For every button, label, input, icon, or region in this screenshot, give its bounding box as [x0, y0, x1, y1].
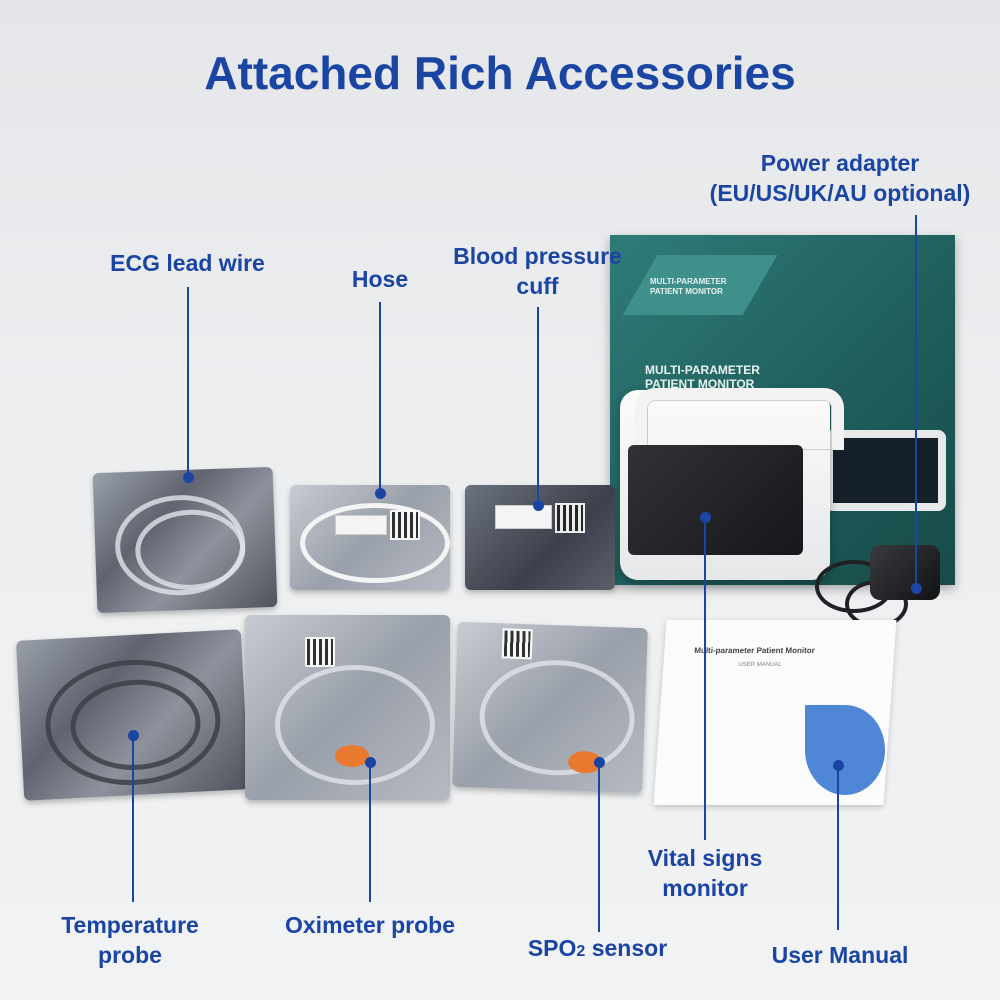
label-spo2-subscript: 2	[576, 943, 586, 960]
adapter-callout-dot	[911, 583, 922, 594]
label-user-manual: User Manual	[771, 942, 909, 968]
temp-callout-line	[132, 735, 134, 902]
label-blood-pressure-cuff: Blood pressure cuff	[435, 241, 640, 301]
label-adapter-line1: Power adapter	[760, 150, 920, 176]
cuff-qr	[555, 503, 585, 533]
box-small-text: MULTI-PARAMETER PATIENT MONITOR	[650, 277, 727, 297]
power-adapter	[870, 545, 940, 600]
ecg-lead-bag	[92, 466, 278, 614]
spo2-qr	[501, 628, 533, 660]
spo2-callout-line	[598, 762, 600, 932]
label-temperature-probe: Temperature probe	[40, 910, 220, 970]
label-power-adapter: Power adapter (EU/US/UK/AU optional)	[690, 148, 990, 208]
hose-qr	[390, 510, 420, 540]
label-temp-line1: Temperature	[61, 912, 199, 938]
label-ecg-lead-wire: ECG lead wire	[110, 250, 265, 276]
cuff-sticker	[495, 505, 552, 529]
oximeter-clip	[335, 745, 369, 767]
oximeter-callout-dot	[365, 757, 376, 768]
cuff-callout-dot	[533, 500, 544, 511]
hose-coil	[300, 503, 450, 583]
temp-callout-dot	[128, 730, 139, 741]
box-main-text: MULTI-PARAMETER PATIENT MONITOR	[645, 363, 760, 391]
spo2-sensor-bag	[452, 621, 648, 794]
label-temp-line2: probe	[98, 942, 162, 968]
label-oximeter-probe: Oximeter probe	[285, 912, 455, 938]
ecg-callout-line	[187, 287, 189, 477]
adapter-callout-line	[915, 215, 917, 585]
label-adapter-line2: (EU/US/UK/AU optional)	[709, 180, 971, 206]
label-monitor-line2: monitor	[662, 875, 748, 901]
monitor-callout-dot	[700, 512, 711, 523]
label-cuff-line1: Blood pressure	[453, 243, 622, 269]
manual-cover-title: Multi-parameter Patient Monitor	[694, 646, 816, 655]
oximeter-probe-bag	[245, 615, 450, 800]
page-title: Attached Rich Accessories	[204, 47, 796, 99]
manual-callout-line	[837, 766, 839, 930]
label-spo2-rest: sensor	[585, 935, 668, 961]
box-main-text-line1: MULTI-PARAMETER	[645, 363, 760, 377]
spo2-coil	[477, 657, 637, 778]
monitor-callout-line	[704, 517, 706, 840]
label-vital-signs-monitor: Vital signs monitor	[620, 843, 790, 903]
hose-callout-dot	[375, 488, 386, 499]
oximeter-coil	[275, 665, 435, 785]
box-small-text-line2: PATIENT MONITOR	[650, 287, 723, 296]
hose-bag	[290, 485, 450, 590]
box-main-text-line2: PATIENT MONITOR	[645, 377, 755, 391]
label-hose: Hose	[351, 266, 409, 292]
monitor-screen	[628, 445, 803, 555]
hose-sticker	[335, 515, 387, 535]
oximeter-qr	[305, 637, 335, 667]
spo2-callout-dot	[594, 757, 605, 768]
manual-cover-subtitle: USER MANUAL	[738, 662, 782, 668]
vital-signs-monitor	[620, 388, 844, 580]
oximeter-callout-line	[369, 762, 371, 902]
label-spo2-main: SPO	[527, 935, 577, 961]
hose-callout-line	[379, 302, 381, 492]
label-spo2-sensor: SPO2 sensor	[505, 933, 690, 967]
ecg-callout-dot	[183, 472, 194, 483]
manual-callout-dot	[833, 760, 844, 771]
manual-drop-graphic	[805, 705, 885, 795]
label-cuff-line2: cuff	[516, 273, 559, 299]
box-small-text-line1: MULTI-PARAMETER	[650, 277, 727, 286]
cuff-callout-line	[537, 307, 539, 502]
monitor-handle	[635, 388, 844, 450]
label-monitor-line1: Vital signs	[647, 845, 763, 871]
